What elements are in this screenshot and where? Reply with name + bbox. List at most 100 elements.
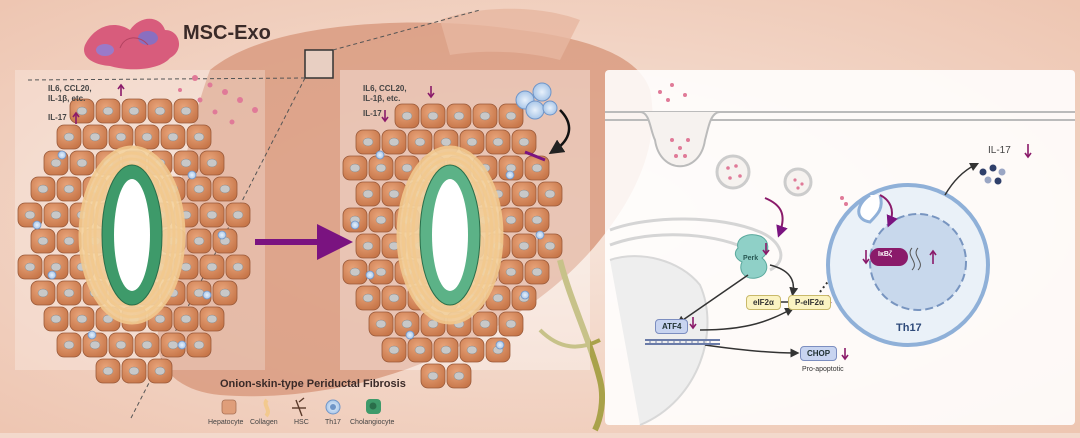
th17-cell bbox=[520, 290, 530, 300]
hepatocyte-nucleus bbox=[427, 371, 439, 381]
legend-th17: Th17 bbox=[325, 419, 341, 426]
hepatocyte-nucleus bbox=[518, 241, 530, 251]
duct-lumen bbox=[114, 179, 150, 291]
hepatocyte-nucleus bbox=[37, 288, 49, 298]
vesicles bbox=[715, 154, 848, 206]
hepatocyte-nucleus bbox=[388, 293, 400, 303]
hepatocyte-nucleus bbox=[193, 288, 205, 298]
legend-icons bbox=[221, 397, 381, 418]
hepatocyte-nucleus bbox=[219, 184, 231, 194]
hepatocyte-nucleus bbox=[505, 215, 517, 225]
hepatocyte-nucleus bbox=[531, 215, 543, 225]
hepatocyte-nucleus bbox=[401, 319, 413, 329]
dna-strand bbox=[645, 339, 720, 345]
hepatocyte-nucleus bbox=[76, 158, 88, 168]
middle-tissue-cluster bbox=[342, 103, 563, 389]
perk-label: Perk bbox=[743, 255, 759, 262]
hepatocyte-nucleus bbox=[531, 267, 543, 277]
hepatocyte-nucleus bbox=[154, 106, 166, 116]
hepatocyte-nucleus bbox=[76, 106, 88, 116]
zoom-box bbox=[304, 49, 334, 79]
fibrosis-title: Onion-skin-type Periductal Fibrosis bbox=[220, 378, 406, 390]
th17-cell bbox=[217, 230, 227, 240]
hepatocyte-nucleus bbox=[453, 371, 465, 381]
pit-cargo bbox=[658, 83, 690, 158]
th17-cell bbox=[177, 340, 187, 350]
hepatocyte-nucleus bbox=[505, 319, 517, 329]
hepatocyte-nucleus bbox=[50, 314, 62, 324]
hepatocyte-nucleus bbox=[362, 241, 374, 251]
hepatocyte-nucleus bbox=[102, 106, 114, 116]
collagen-ring bbox=[401, 151, 499, 319]
hepatocyte-nucleus bbox=[362, 137, 374, 147]
perk-to-peif2a-arrow bbox=[769, 264, 799, 297]
hepatocyte-nucleus bbox=[531, 163, 543, 173]
th17-cluster bbox=[515, 82, 558, 120]
il17-secreted bbox=[979, 164, 1006, 185]
hepatocyte-nucleus bbox=[414, 345, 426, 355]
hepatocyte-nucleus bbox=[50, 158, 62, 168]
th17-cell bbox=[535, 230, 545, 240]
hepatocyte-nucleus bbox=[193, 132, 205, 142]
legend-hepatocyte: Hepatocyte bbox=[208, 419, 244, 426]
duct-lumen bbox=[432, 179, 468, 291]
hepatocyte-nucleus bbox=[388, 345, 400, 355]
liver-lobe-top bbox=[440, 8, 580, 60]
left-il17-label: IL-17 bbox=[48, 113, 67, 122]
th17-cell bbox=[505, 170, 515, 180]
hepatocyte-nucleus bbox=[50, 262, 62, 272]
pro-apoptotic-label: Pro-apoptotic bbox=[802, 366, 844, 373]
zoom-line-left bbox=[24, 77, 306, 81]
th17-cell bbox=[187, 170, 197, 180]
hepatocyte-nucleus bbox=[466, 345, 478, 355]
th17-cell bbox=[202, 290, 212, 300]
middle-cytokines-line1: IL6, CCL20, bbox=[363, 84, 407, 93]
bile-duct-branch bbox=[538, 328, 601, 349]
hepatocyte-nucleus bbox=[232, 262, 244, 272]
hepatocyte-nucleus bbox=[24, 210, 36, 220]
eif2a-pill: eIF2α bbox=[746, 295, 781, 310]
msc-exo-title: MSC-Exo bbox=[183, 22, 271, 44]
legend-hsc: HSC bbox=[294, 419, 309, 426]
hepatocyte-nucleus bbox=[167, 132, 179, 142]
msc-cell-icon bbox=[84, 18, 180, 70]
pathway-il17-label: IL-17 bbox=[988, 145, 1011, 156]
hepatocyte-nucleus bbox=[141, 132, 153, 142]
uptake-arrow bbox=[879, 194, 898, 228]
ikbz-label: IκBζ bbox=[878, 251, 893, 258]
th17-cell bbox=[495, 340, 505, 350]
er-membrane-2 bbox=[609, 233, 746, 250]
zoom-line-top bbox=[332, 9, 481, 51]
hepatocyte-nucleus bbox=[414, 137, 426, 147]
hepatocyte-nucleus bbox=[362, 293, 374, 303]
inhibit-bar bbox=[524, 150, 546, 162]
th17-cell bbox=[365, 270, 375, 280]
exosome-dots bbox=[178, 75, 258, 125]
hepatocyte-nucleus bbox=[206, 262, 218, 272]
th17-cell bbox=[57, 150, 67, 160]
hepatocyte-nucleus bbox=[206, 314, 218, 324]
hepatocyte-nucleus bbox=[89, 132, 101, 142]
hepatocyte-nucleus bbox=[180, 158, 192, 168]
peif2a-pill: P-eIF2α bbox=[788, 295, 831, 310]
hepatocyte-nucleus bbox=[401, 111, 413, 121]
collagen-ring bbox=[88, 157, 176, 313]
hepatocyte-nucleus bbox=[63, 236, 75, 246]
hepatocyte-nucleus bbox=[193, 184, 205, 194]
hepatocyte-nucleus bbox=[479, 111, 491, 121]
hepatocyte-nucleus bbox=[24, 262, 36, 272]
hepatocyte-nucleus bbox=[505, 267, 517, 277]
hepatocyte-nucleus bbox=[427, 111, 439, 121]
collagen-ring bbox=[83, 151, 181, 319]
hepatocyte-nucleus bbox=[453, 111, 465, 121]
hepatocyte-nucleus bbox=[349, 267, 361, 277]
hepatocyte-nucleus bbox=[141, 340, 153, 350]
hepatocyte-nucleus bbox=[63, 288, 75, 298]
hepatocyte-nucleus bbox=[518, 189, 530, 199]
hepatocyte-nucleus bbox=[193, 236, 205, 246]
perk-protein bbox=[734, 234, 769, 279]
left-cytokines-line2: IL-1β, etc. bbox=[48, 94, 86, 103]
hepatocyte-nucleus bbox=[544, 189, 556, 199]
hepatocyte-nucleus bbox=[375, 319, 387, 329]
